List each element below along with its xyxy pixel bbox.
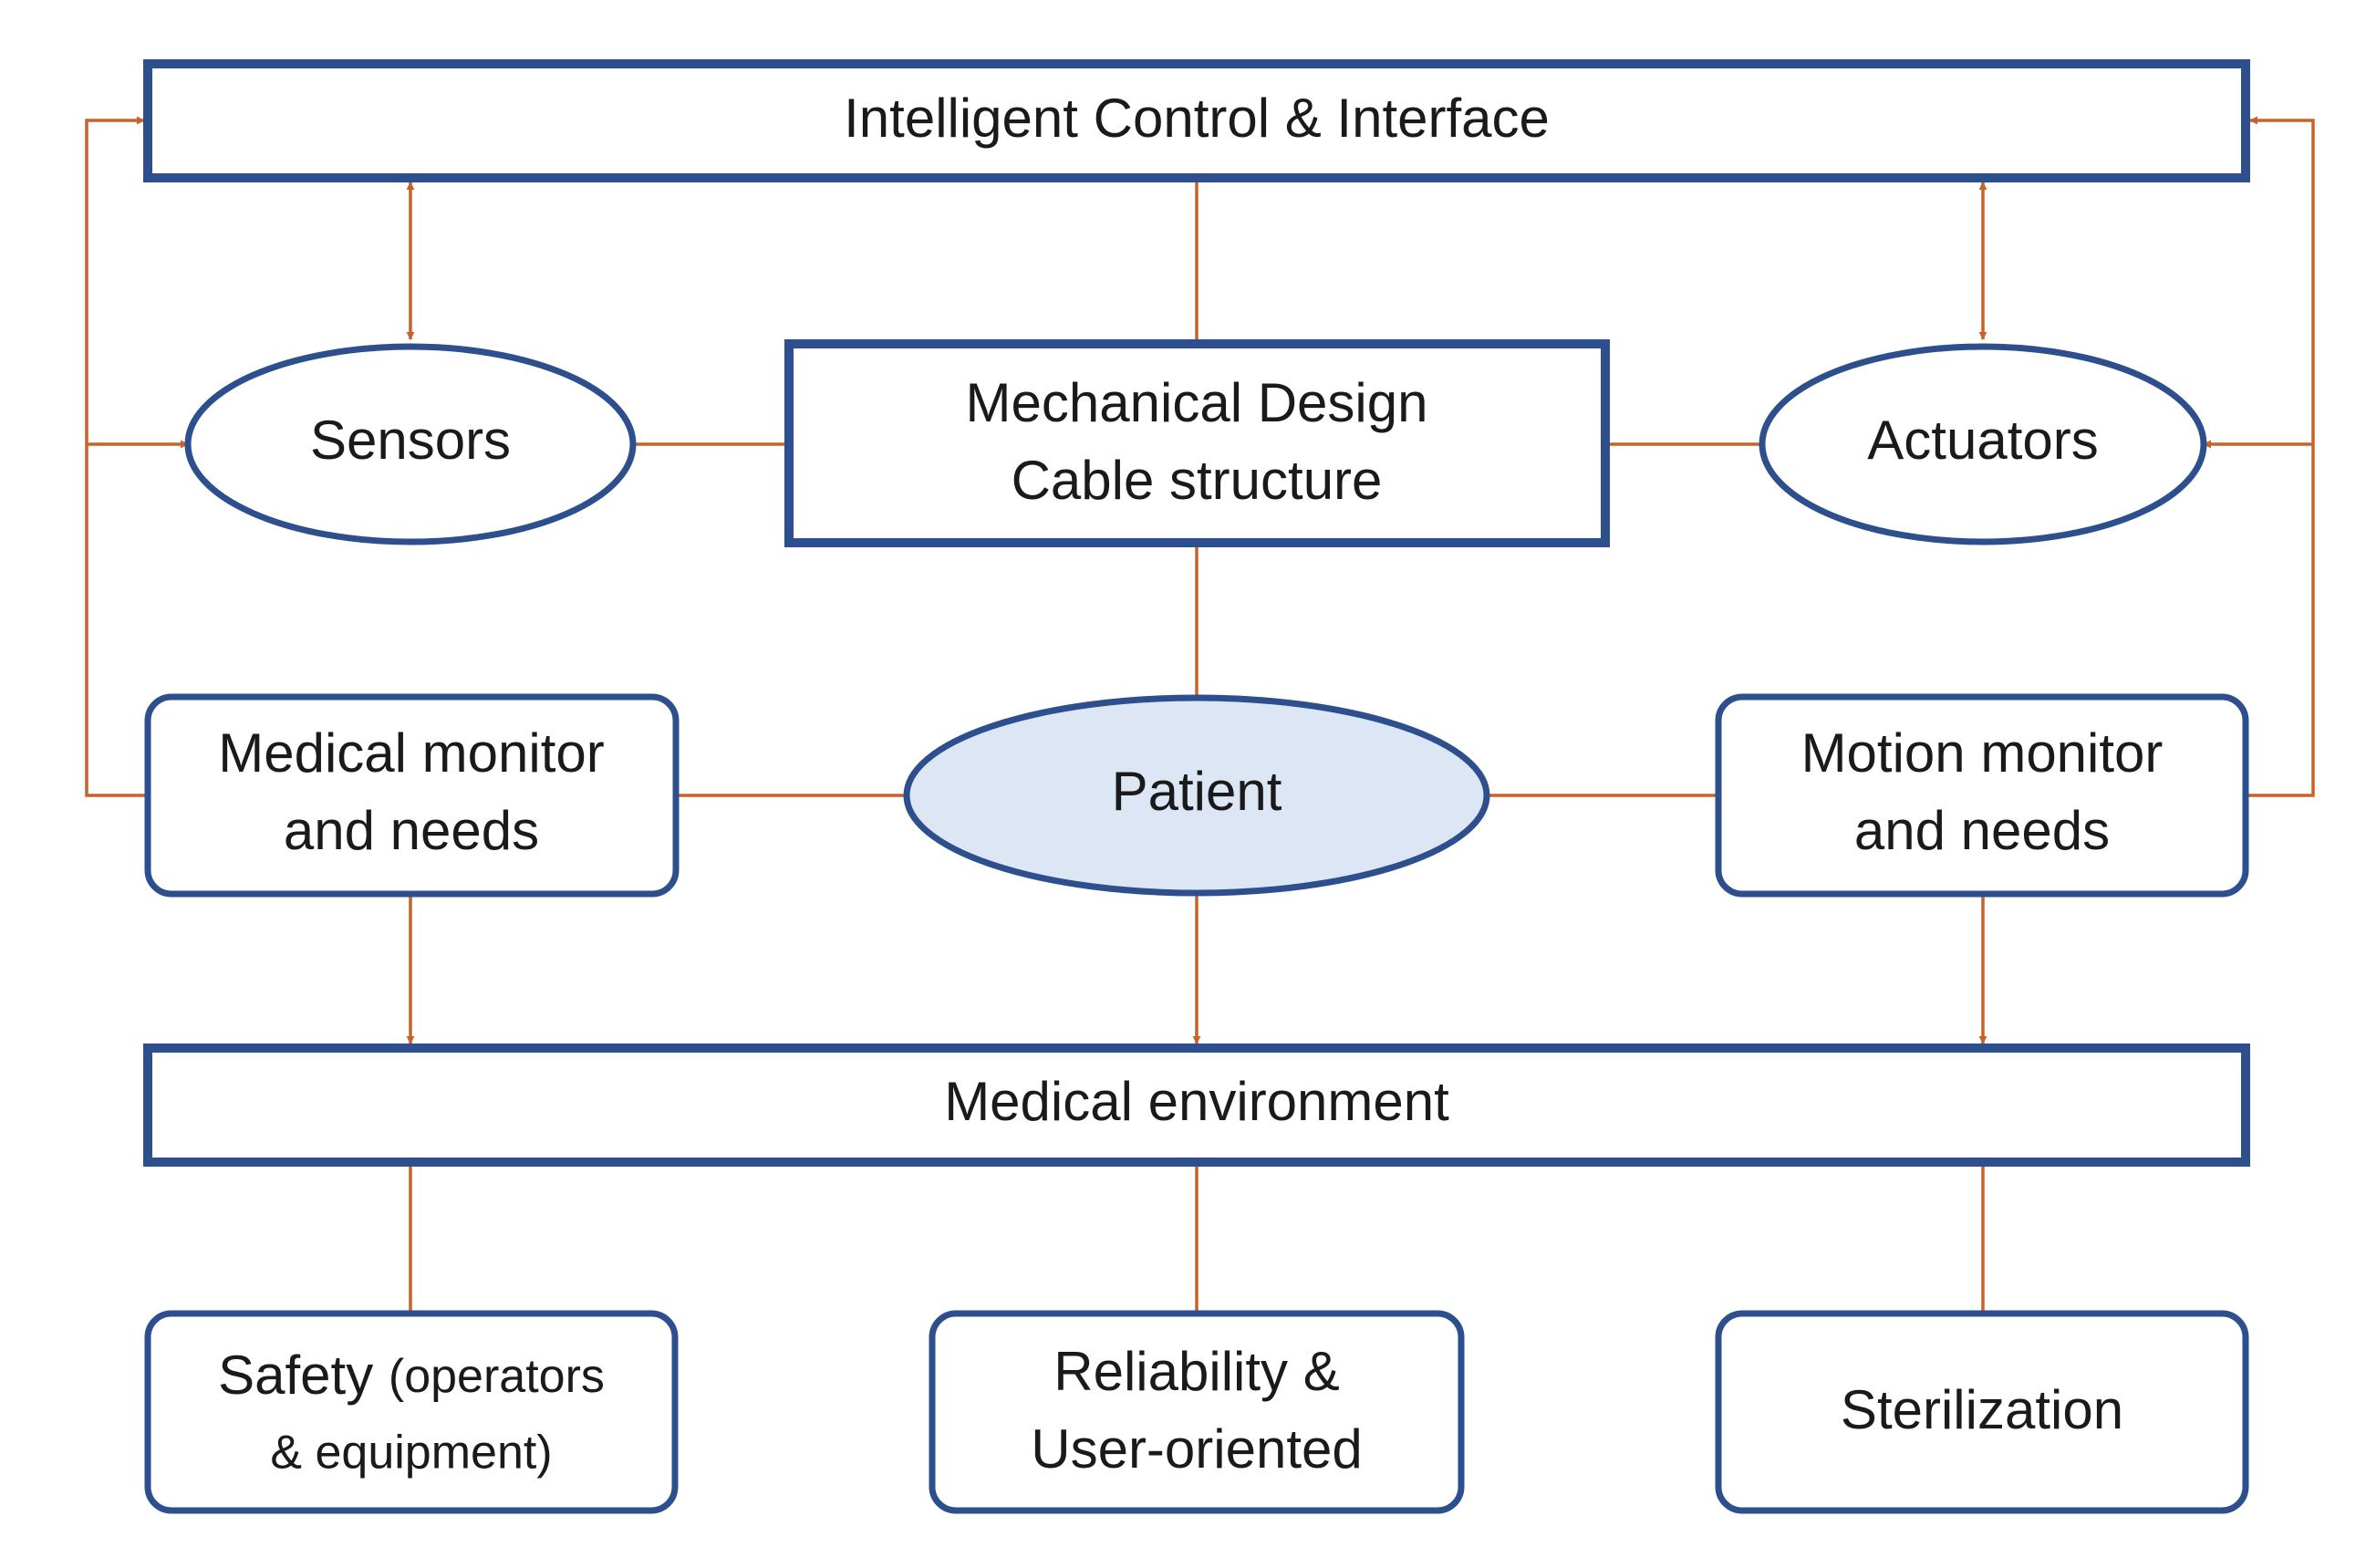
motion-monitor-label-line1: Motion monitor <box>1801 722 2164 784</box>
safety-label-line2: & equipment) <box>270 1427 552 1480</box>
control-interface-node: Intelligent Control & Interface <box>143 59 2250 182</box>
control-interface-label: Intelligent Control & Interface <box>844 88 1550 149</box>
medical-monitor-node: Medical monitor and needs <box>144 693 680 898</box>
reliability-node: Reliability & User-oriented <box>929 1310 1465 1514</box>
feedback-loop-left <box>85 116 148 797</box>
medical-environment-node: Medical environment <box>143 1044 2250 1167</box>
medical-monitor-label-line1: Medical monitor <box>218 722 605 784</box>
motion-monitor-label-line2: and needs <box>1854 800 2110 861</box>
mechanical-design-label: Mechanical Design <box>966 372 1428 433</box>
sensors-label: Sensors <box>310 410 511 471</box>
patient-label: Patient <box>1112 761 1282 822</box>
reliability-label-line2: User-oriented <box>1031 1418 1363 1480</box>
medical-monitor-label-line2: and needs <box>284 800 539 861</box>
motion-monitor-node: Motion monitor and needs <box>1715 693 2249 898</box>
reliability-label-line1: Reliability & <box>1053 1341 1339 1402</box>
actuators-node: Actuators <box>1759 343 2207 545</box>
safety-label: Safety <box>218 1345 373 1406</box>
patient-node: Patient <box>903 694 1490 897</box>
feedback-loop-right <box>2246 116 2315 797</box>
actuators-label: Actuators <box>1867 410 2098 471</box>
safety-node: Safety (operators & equipment) <box>144 1310 679 1514</box>
sterilization-node: Sterilization <box>1715 1310 2249 1514</box>
safety-label-line1: Safety (operators <box>218 1345 605 1406</box>
safety-operators-label: (operators <box>389 1350 605 1403</box>
medical-environment-label: Medical environment <box>944 1071 1449 1132</box>
connectors <box>85 116 2315 1314</box>
mechanical-design-node: Mechanical Design Cable structure <box>784 339 1610 547</box>
sterilization-label: Sterilization <box>1841 1379 2123 1440</box>
cable-structure-label: Cable structure <box>1012 450 1383 511</box>
sensors-node: Sensors <box>184 343 637 545</box>
